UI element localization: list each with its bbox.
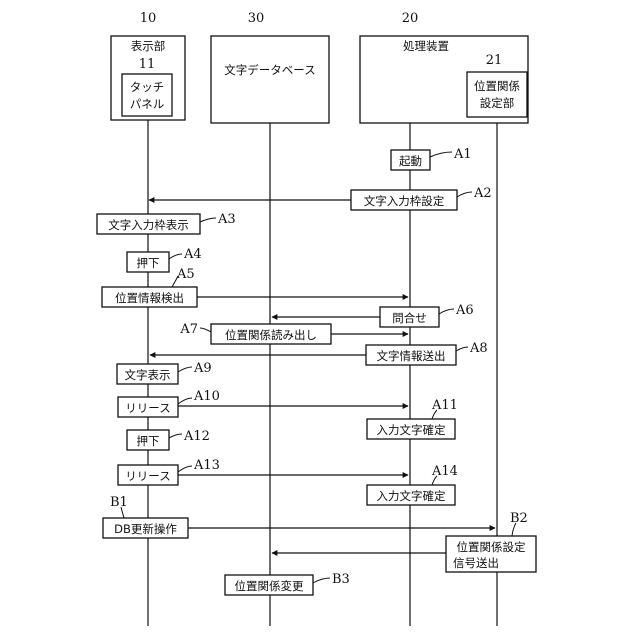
step-a2-text: 文字入力枠設定: [364, 194, 445, 208]
step-a4-leader: [169, 254, 182, 259]
step-a10-ref: A10: [193, 389, 220, 404]
step-b3-text: 位置関係変更: [235, 579, 304, 593]
step-a3-ref: A3: [217, 212, 236, 227]
step-a10: リリース A10: [118, 389, 408, 417]
step-a1-text: 起動: [399, 154, 422, 168]
step-a9-text: 文字表示: [125, 368, 171, 382]
step-a2: 文字入力枠設定 A2: [149, 186, 492, 210]
step-a14-ref: A14: [431, 464, 458, 479]
step-b1-text: DB更新操作: [114, 522, 177, 536]
entity-touch-panel-number: 11: [139, 57, 156, 72]
step-a3-text: 文字入力枠表示: [108, 218, 189, 232]
step-a12-ref: A12: [183, 429, 210, 444]
step-a12-leader: [169, 434, 182, 438]
step-a12-text: 押下: [137, 434, 160, 448]
entity-processor-number: 20: [402, 11, 419, 26]
step-a6-leader: [439, 309, 454, 314]
entity-database-title: 文字データベース: [224, 63, 315, 77]
step-a5-ref: A5: [176, 267, 195, 282]
entity-database: 30 文字データベース: [211, 11, 329, 123]
step-a14-text: 入力文字確定: [377, 489, 446, 503]
step-a13-text: リリース: [125, 469, 170, 483]
step-a3-leader: [200, 218, 216, 222]
step-a12: 押下 A12: [127, 429, 210, 450]
step-a5-text: 位置情報検出: [115, 291, 184, 305]
step-a8-leader: [456, 347, 468, 351]
step-a4-text: 押下: [137, 256, 160, 270]
step-b2-line1: 位置関係設定: [457, 540, 526, 554]
step-a7-leader: [200, 328, 211, 332]
step-b3-ref: B3: [332, 572, 350, 587]
step-a4-ref: A4: [183, 247, 202, 262]
step-a9: 文字表示 A9: [117, 361, 212, 384]
step-b3-leader: [313, 578, 330, 583]
step-a10-text: リリース: [125, 401, 170, 415]
step-a1-ref: A1: [453, 147, 472, 162]
step-b1-ref: B1: [110, 495, 128, 510]
entity-position-setting-line2: 設定部: [480, 96, 515, 110]
step-b3: 位置関係変更 B3: [225, 572, 350, 595]
step-a7-text: 位置関係読み出し: [225, 328, 317, 342]
entity-touch-panel-line2: パネル: [130, 97, 165, 111]
step-a2-ref: A2: [473, 186, 492, 201]
step-a11-ref: A11: [431, 398, 458, 413]
step-a7-ref: A7: [179, 322, 198, 337]
entity-database-box: [211, 36, 329, 123]
step-a9-ref: A9: [193, 361, 212, 376]
step-a1: 起動 A1: [391, 147, 472, 170]
step-a9-leader: [178, 367, 192, 372]
step-a6-text: 問合せ: [392, 311, 427, 325]
step-b2-line2: 信号送出: [453, 556, 499, 570]
entity-database-number: 30: [248, 11, 265, 26]
step-a8-text: 文字情報送出: [377, 349, 446, 363]
step-a13-leader: [178, 466, 192, 472]
step-a11: 入力文字確定 A11: [367, 398, 458, 439]
step-a13-ref: A13: [193, 458, 220, 473]
entity-display-number: 10: [140, 11, 157, 26]
step-a1-leader: [430, 152, 452, 157]
step-a2-leader: [457, 192, 472, 197]
entity-display-title: 表示部: [131, 39, 166, 53]
entity-position-setting-number: 21: [486, 53, 503, 68]
step-a10-leader: [178, 398, 192, 404]
step-a6-ref: A6: [455, 303, 474, 318]
step-a11-text: 入力文字確定: [377, 423, 446, 437]
step-a8-ref: A8: [469, 341, 488, 356]
entity-processor-title: 処理装置: [403, 39, 449, 53]
step-a3: 文字入力枠表示 A3: [97, 212, 236, 234]
entity-position-setting-line1: 位置関係: [474, 79, 520, 93]
step-a13: リリース A13: [118, 458, 408, 485]
entity-touch-panel-line1: タッチ: [130, 80, 165, 94]
step-a7: 位置関係読み出し A7: [179, 322, 408, 344]
step-a14: 入力文字確定 A14: [367, 464, 458, 505]
step-b2-ref: B2: [510, 511, 528, 526]
